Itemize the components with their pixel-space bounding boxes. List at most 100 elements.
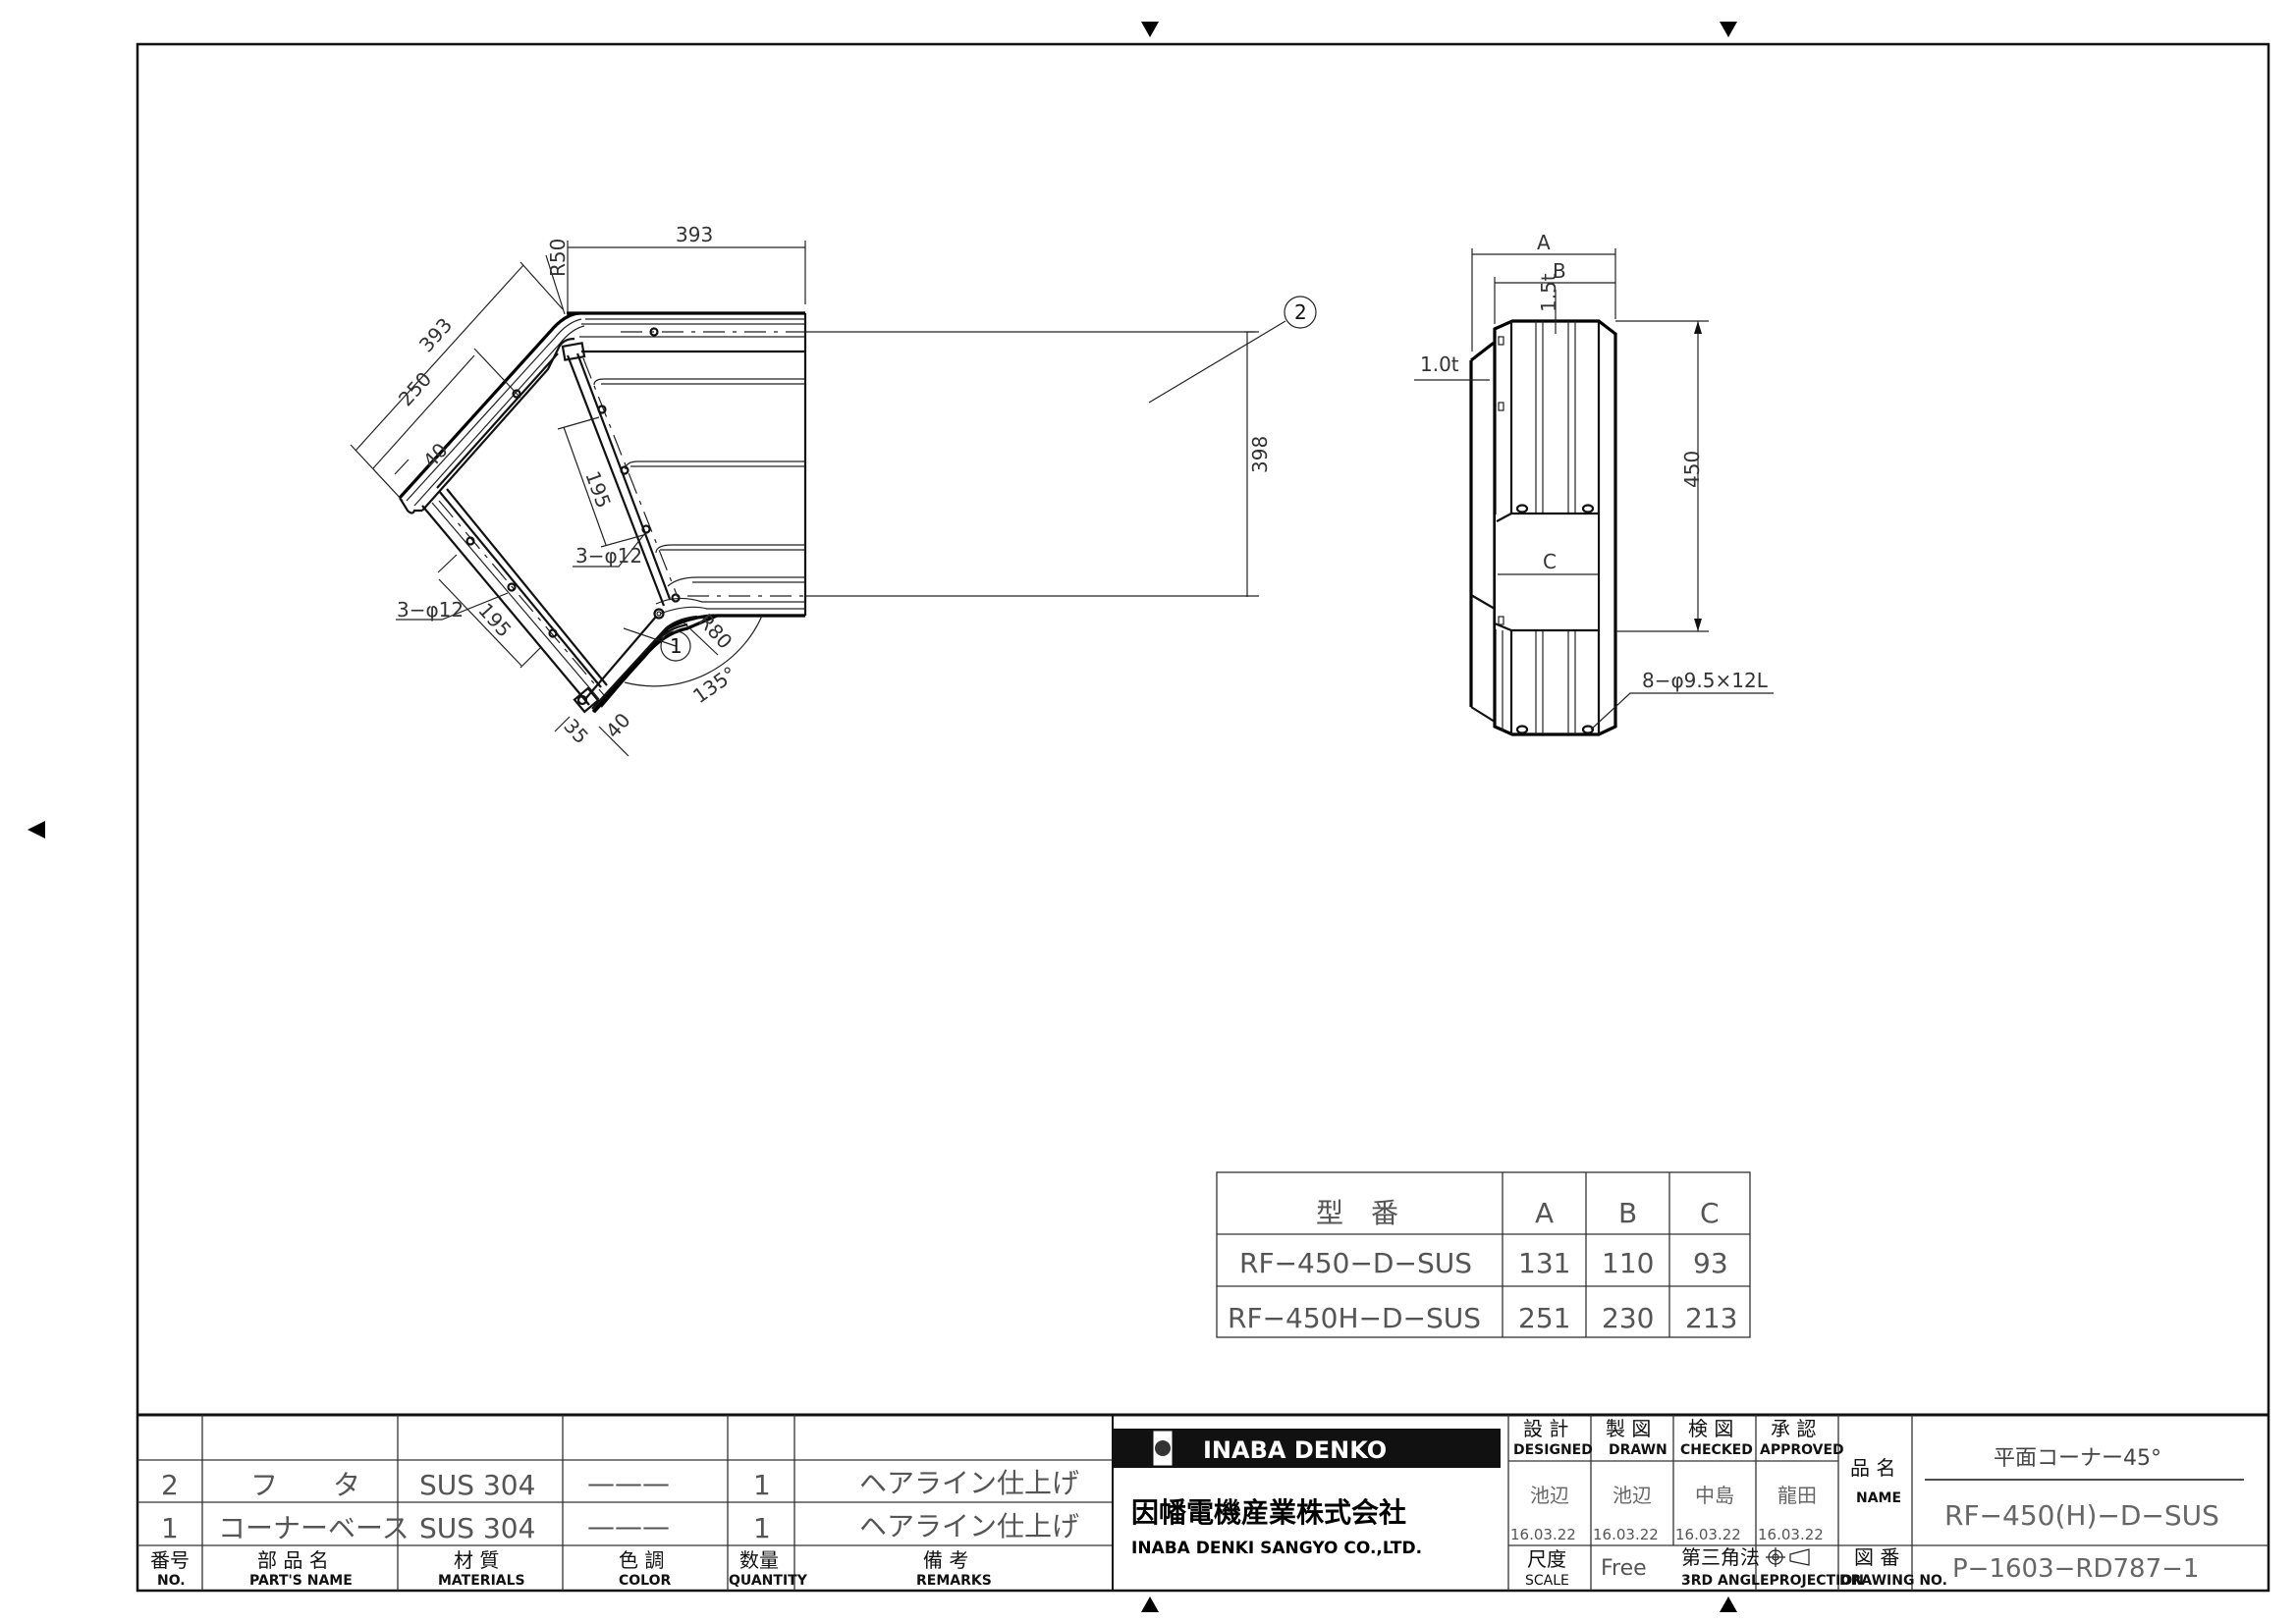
header-material-jp: 材 質 — [454, 1548, 499, 1572]
sign-designed-date: 16.03.22 — [1510, 1526, 1576, 1543]
dim-inner-195: 195 — [580, 468, 616, 512]
part-color: ——— — [587, 1467, 670, 1499]
center-mark-bottom-1 — [1141, 1596, 1159, 1612]
balloon-part-2-label: 2 — [1294, 300, 1307, 324]
product-name: 平面コーナー45° — [1994, 1446, 2161, 1471]
part-material: SUS 304 — [419, 1512, 535, 1544]
holes-note: 8−φ9.5×12L — [1642, 669, 1769, 692]
arm-upper-left — [398, 311, 586, 514]
sign-header-drawn-jp: 製 図 — [1606, 1417, 1651, 1440]
model-row-2-a: 251 — [1518, 1302, 1570, 1334]
sign-checked-date: 16.03.22 — [1675, 1526, 1741, 1543]
part-quantity: 1 — [753, 1469, 771, 1501]
model-header-type: 型 番 — [1316, 1197, 1398, 1229]
dim-holes-outer: 3−φ12 — [397, 598, 464, 622]
dim-arm-length: 393 — [414, 313, 457, 356]
header-qty-jp: 数量 — [739, 1548, 779, 1572]
dim-b: B — [1553, 259, 1566, 283]
model-row-1-name: RF−450−D−SUS — [1239, 1247, 1472, 1279]
sheet-border — [136, 42, 2270, 1593]
balloon-part-2 — [1284, 296, 1317, 329]
straight-section — [566, 311, 807, 630]
company-logo-text: INABA DENKO — [1203, 1436, 1387, 1464]
sign-header-approved-jp: 承 認 — [1771, 1417, 1816, 1440]
header-color-jp: 色 調 — [619, 1548, 664, 1572]
sign-header-designed-jp: 設 計 — [1523, 1417, 1568, 1440]
scale-label-en: SCALE — [1525, 1573, 1569, 1589]
sign-drawn-name: 池辺 — [1613, 1484, 1652, 1507]
sign-designed-name: 池辺 — [1530, 1484, 1569, 1507]
part-material: SUS 304 — [419, 1469, 535, 1501]
arm-lower-right — [573, 608, 718, 714]
company-block: INABA DENKO 因幡電機産業株式会社 INABA DENKI SANGY… — [1113, 1429, 1501, 1558]
model-header-a: A — [1535, 1197, 1554, 1229]
sign-checked-name: 中島 — [1695, 1484, 1734, 1507]
part-no: 1 — [161, 1512, 179, 1544]
model-row-2-name: RF−450H−D−SUS — [1228, 1302, 1481, 1334]
header-remarks-en: REMARKS — [916, 1573, 992, 1589]
balloon-part-1-label: 1 — [670, 634, 683, 658]
dim-angle: 135° — [688, 662, 740, 708]
center-mark-bottom-2 — [1720, 1596, 1737, 1612]
model-header-b: B — [1618, 1197, 1637, 1229]
company-logo-band — [1113, 1429, 1501, 1468]
sign-approved-date: 16.03.22 — [1758, 1526, 1824, 1543]
title-block: 設 計 製 図 検 図 承 認 DESIGNED DRAWN CHECKED A… — [1507, 1415, 2269, 1591]
sign-header-checked-jp: 検 図 — [1688, 1417, 1733, 1440]
dim-35: 35 — [559, 714, 593, 748]
dim-a: A — [1537, 231, 1551, 254]
company-name-en: INABA DENKI SANGYO CO.,LTD. — [1131, 1539, 1422, 1558]
model-row-2-b: 230 — [1602, 1302, 1654, 1334]
part-remarks: ヘアライン仕上げ — [859, 1510, 1079, 1542]
model-row-1-a: 131 — [1518, 1247, 1570, 1279]
center-mark-top-1 — [1141, 22, 1159, 37]
header-no-en: NO. — [157, 1573, 186, 1589]
side-view: A B 1.5t 1.0t 450 C 8−φ9.5×12L — [1414, 231, 1774, 736]
name-label-jp: 品 名 — [1850, 1456, 1895, 1480]
model-table: 型 番 A B C RF−450−D−SUS 131 110 93 RF−450… — [1216, 1171, 1751, 1338]
third-angle-projection-icon — [1766, 1547, 1810, 1567]
sign-header-designed-en: DESIGNED — [1513, 1442, 1593, 1458]
parts-list: 2 フ タ SUS 304 ——— 1 ヘアライン仕上げ 1 コーナーベース S… — [137, 1413, 2269, 1591]
sign-approved-name: 龍田 — [1777, 1484, 1817, 1507]
header-partname-jp: 部 品 名 — [257, 1548, 329, 1572]
header-partname-en: PART'S NAME — [249, 1573, 353, 1589]
parts-row-1: 1 コーナーベース SUS 304 ——— 1 ヘアライン仕上げ — [161, 1510, 1079, 1544]
dim-holes-inner: 3−φ12 — [575, 544, 642, 568]
dim-height: 398 — [1248, 436, 1272, 473]
part-color: ——— — [587, 1510, 670, 1542]
dim-r50: R50 — [546, 239, 570, 277]
drawing-number: P−1603−RD787−1 — [1952, 1554, 2199, 1584]
dim-40-bottom: 40 — [601, 708, 635, 742]
model-row-1-b: 110 — [1602, 1247, 1654, 1279]
arm-lower-left — [421, 488, 608, 706]
balloon-part-1 — [660, 630, 691, 662]
sign-header-drawn-en: DRAWN — [1609, 1442, 1667, 1458]
part-remarks: ヘアライン仕上げ — [859, 1467, 1079, 1499]
part-no: 2 — [161, 1469, 179, 1501]
drawing-no-label-en: DRAWING NO. — [1839, 1573, 1947, 1589]
part-name: フ タ — [250, 1469, 360, 1501]
dim-c: C — [1543, 550, 1557, 573]
parts-row-2: 2 フ タ SUS 304 ——— 1 ヘアライン仕上げ — [161, 1467, 1079, 1501]
dim-height-side: 450 — [1680, 451, 1704, 488]
model-row-2-c: 213 — [1685, 1302, 1737, 1334]
parts-header: 番号 部 品 名 材 質 色 調 数量 備 考 NO. PART'S NAME … — [150, 1548, 992, 1589]
model-header-c: C — [1700, 1197, 1720, 1229]
company-name-jp: 因幡電機産業株式会社 — [1131, 1496, 1406, 1529]
name-label-en: NAME — [1856, 1490, 1901, 1506]
projection-label-jp: 第三角法 — [1681, 1545, 1760, 1569]
dim-thickness-side: 1.0t — [1420, 352, 1459, 376]
projection-label-en: 3RD ANGLEPROJECTION — [1681, 1573, 1864, 1589]
scale-value: Free — [1601, 1556, 1647, 1581]
sign-header-checked-en: CHECKED — [1680, 1442, 1753, 1458]
center-mark-top-2 — [1720, 22, 1737, 37]
model-row-1-c: 93 — [1693, 1247, 1728, 1279]
dim-top-width: 393 — [676, 223, 713, 246]
header-color-en: COLOR — [619, 1573, 671, 1589]
sign-drawn-date: 16.03.22 — [1593, 1526, 1659, 1543]
header-no-jp: 番号 — [150, 1548, 190, 1572]
header-material-en: MATERIALS — [438, 1573, 525, 1589]
product-model: RF−450(H)−D−SUS — [1944, 1499, 2219, 1532]
